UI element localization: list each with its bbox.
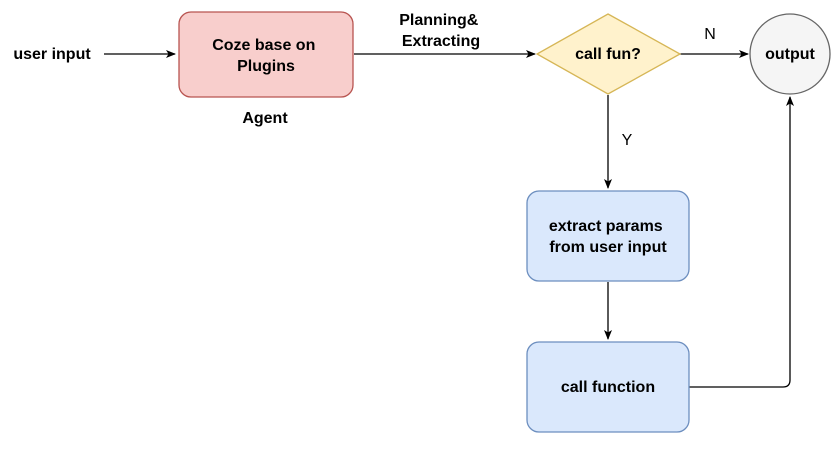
- extract-params-line-2: from user input: [549, 239, 667, 256]
- call-function-label: call function: [561, 379, 655, 396]
- extract-params-line-1: extract params: [549, 218, 663, 235]
- edge-call-to-output: [689, 96, 794, 388]
- agent-box-line-1: Coze base on: [212, 37, 315, 54]
- planning-extracting-label: Planning& Extracting: [399, 12, 483, 50]
- no-label: N: [704, 26, 716, 43]
- planning-label-line-2: Extracting: [402, 33, 480, 50]
- agent-box[interactable]: [178, 11, 354, 98]
- decision-diamond[interactable]: [535, 13, 682, 95]
- agent-caption: Agent: [242, 110, 288, 127]
- extract-params-box[interactable]: [526, 190, 690, 282]
- output-label: output: [765, 46, 815, 63]
- user-input-label: user input: [13, 46, 91, 63]
- output-circle[interactable]: [749, 13, 831, 95]
- call-function-box[interactable]: [526, 341, 690, 433]
- yes-label: Y: [622, 132, 633, 149]
- decision-label: call fun?: [575, 46, 641, 63]
- agent-box-label: Coze base on Plugins: [212, 37, 320, 75]
- extract-params-label: extract params from user input: [549, 218, 667, 256]
- planning-label-line-1: Planning&: [399, 12, 479, 29]
- agent-box-line-2: Plugins: [237, 58, 295, 75]
